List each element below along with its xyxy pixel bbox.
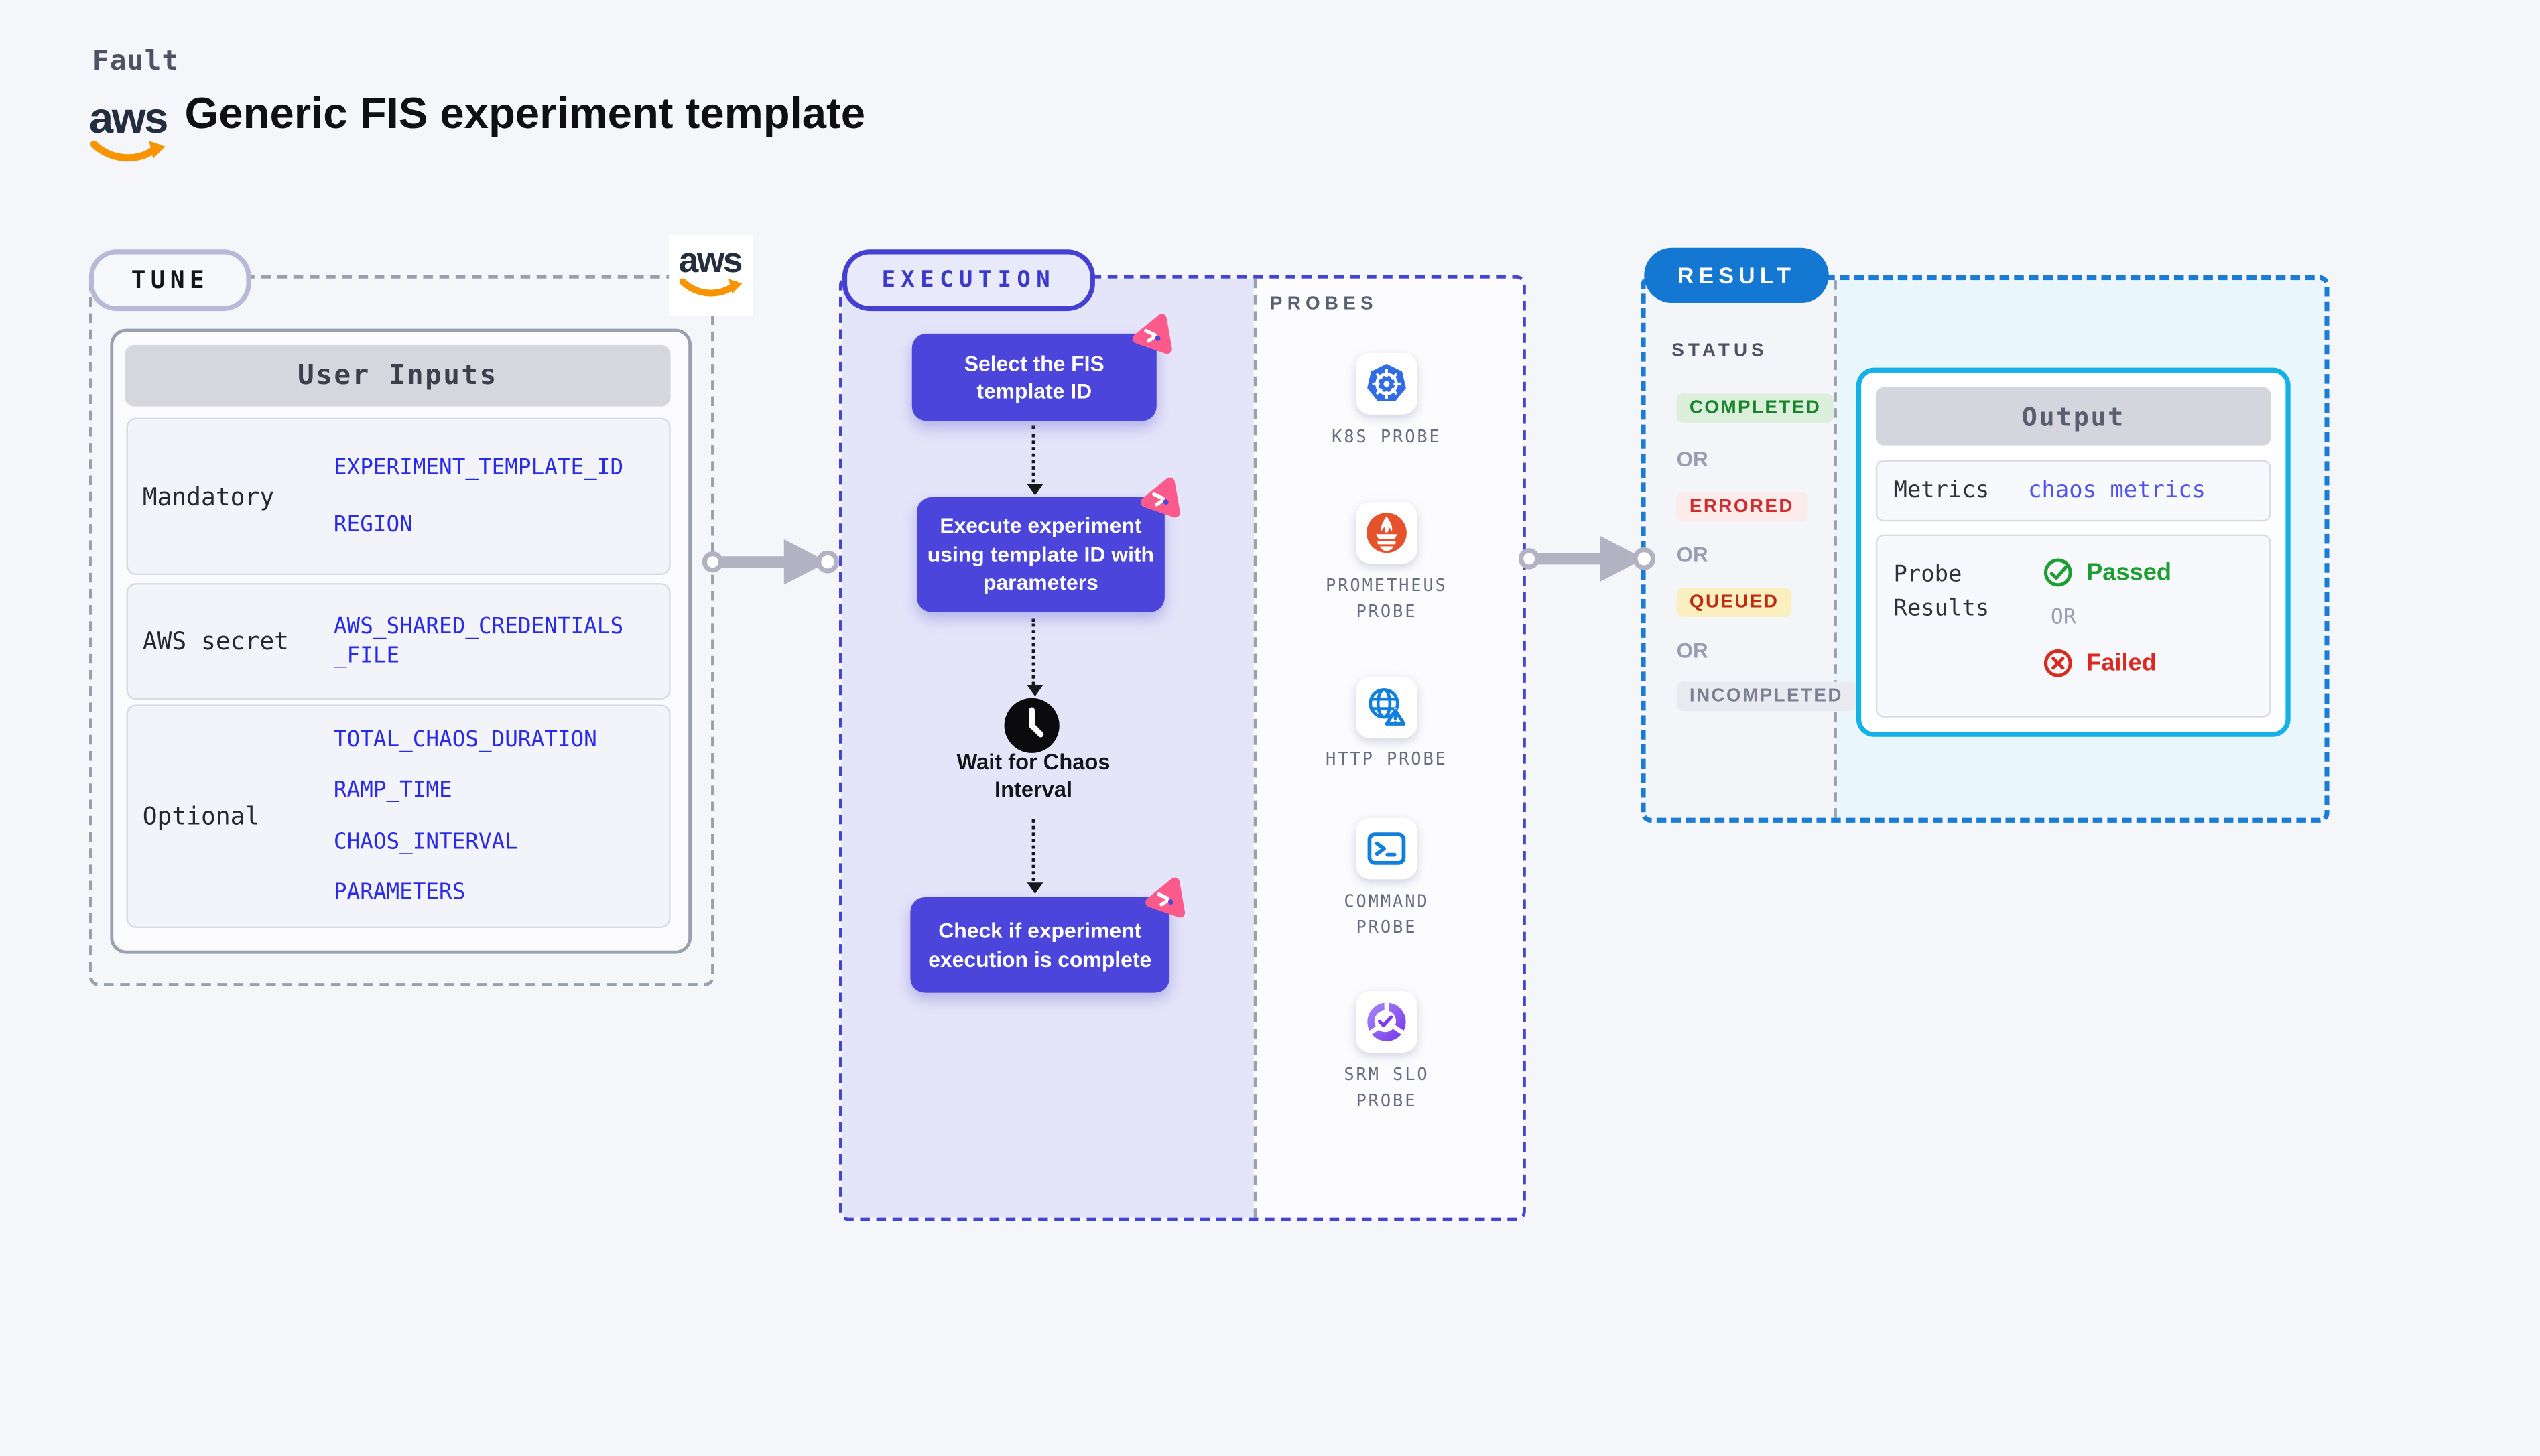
output-header: Output <box>1875 387 2271 446</box>
probe-results-row: Probe Results Passed OR Faile <box>1875 534 2271 718</box>
x-circle-icon <box>2043 649 2072 677</box>
passed-item: Passed <box>2043 557 2171 588</box>
connector-step2-wait <box>1026 618 1043 697</box>
terminal-icon <box>1367 832 1406 865</box>
status-badge-incompleted: INCOMPLETED <box>1676 681 1856 712</box>
step-select-template: Select the FIS template ID <box>911 314 1172 421</box>
step-wait-label: Wait for Chaos Interval <box>956 750 1110 803</box>
probe-label: SRM SLO PROBE <box>1344 1065 1430 1112</box>
step-label: Select the FIS template ID <box>964 350 1104 403</box>
connector-wait-step3 <box>1026 819 1043 895</box>
user-inputs-header: User Inputs <box>125 344 671 407</box>
output-or-separator: OR <box>2050 605 2076 631</box>
execution-section-box <box>839 275 1526 1221</box>
prometheus-icon <box>1367 513 1407 553</box>
probe-label: PROMETHEUS PROBE <box>1326 576 1448 622</box>
metrics-value: chaos metrics <box>2028 478 2206 504</box>
input-row-values: AWS_SHARED_CREDENTIALS_FILE <box>334 612 629 671</box>
input-row-mandatory: Mandatory EXPERIMENT_TEMPLATE_ID REGION <box>126 417 671 576</box>
execution-probes-divider <box>1253 278 1257 1218</box>
status-or-separator: OR <box>1676 542 1708 567</box>
chaos-flag-icon <box>1132 314 1172 354</box>
probe-card-srm-slo <box>1356 991 1417 1053</box>
execution-to-result-arrow-icon <box>1518 536 1656 582</box>
status-title: STATUS <box>1671 341 1768 361</box>
aws-smile-icon <box>90 140 166 162</box>
status-badge-completed: COMPLETED <box>1676 393 1834 423</box>
aws-smile-icon <box>679 278 743 297</box>
check-circle-icon <box>2043 558 2072 587</box>
probe-card-command <box>1356 817 1417 880</box>
aws-logo-small: aws <box>669 235 753 316</box>
result-badge: RESULT <box>1644 247 1829 303</box>
chaos-flag-icon <box>1145 877 1186 918</box>
status-background <box>1645 280 1834 818</box>
status-or-separator: OR <box>1676 447 1708 472</box>
execution-badge: EXECUTION <box>842 249 1095 312</box>
probe-label: K8S PROBE <box>1332 427 1442 448</box>
failed-item: Failed <box>2043 648 2171 679</box>
aws-logo: aws <box>88 94 169 174</box>
input-value: PARAMETERS <box>333 878 466 905</box>
execution-flow-background <box>842 278 1254 1218</box>
metrics-row: Metrics chaos metrics <box>1875 460 2271 522</box>
output-card: Output Metrics chaos metrics Probe Resul… <box>1856 367 2291 737</box>
input-row-values: TOTAL_CHAOS_DURATION RAMP_TIME CHAOS_INT… <box>334 726 629 907</box>
input-row-values: EXPERIMENT_TEMPLATE_ID REGION <box>334 454 629 539</box>
step-check-complete: Check if experiment execution is complet… <box>910 877 1186 993</box>
failed-label: Failed <box>2086 649 2157 677</box>
input-value: EXPERIMENT_TEMPLATE_ID <box>333 455 624 482</box>
probes-title: PROBES <box>1269 294 1378 314</box>
status-badge-errored: ERRORED <box>1676 492 1807 522</box>
input-row-label: AWS secret <box>142 626 289 656</box>
step-label: Check if experiment execution is complet… <box>928 918 1152 971</box>
step-label: Execute experiment using template ID wit… <box>927 514 1155 595</box>
input-row-label: Mandatory <box>142 482 275 511</box>
input-value: AWS_SHARED_CREDENTIALS_FILE <box>333 613 624 669</box>
tune-badge: TUNE <box>88 249 251 312</box>
status-output-divider <box>1834 280 1837 818</box>
probe-card-http <box>1356 677 1417 739</box>
metrics-label: Metrics <box>1893 478 1990 504</box>
probe-card-prometheus <box>1356 502 1417 564</box>
step-execute-experiment: Execute experiment using template ID wit… <box>917 477 1180 612</box>
http-globe-icon <box>1369 688 1407 726</box>
chaos-flag-icon <box>1140 477 1180 518</box>
probe-results-label: Probe Results <box>1893 561 1990 622</box>
probe-label: HTTP PROBE <box>1326 750 1448 770</box>
tune-to-execution-arrow-icon <box>702 539 840 585</box>
input-row-optional: Optional TOTAL_CHAOS_DURATION RAMP_TIME … <box>126 704 671 928</box>
aws-logo-text: aws <box>88 94 169 143</box>
input-value: CHAOS_INTERVAL <box>333 828 518 854</box>
probe-results-values: Passed OR Failed <box>2030 536 2171 716</box>
page-title: Generic FIS experiment template <box>184 88 866 138</box>
input-value: RAMP_TIME <box>333 777 452 804</box>
kubernetes-icon <box>1367 363 1406 401</box>
clock-icon <box>1004 698 1060 753</box>
input-row-aws-secret: AWS secret AWS_SHARED_CREDENTIALS_FILE <box>126 583 671 700</box>
tune-section-box <box>88 275 714 986</box>
slo-donut-icon <box>1367 1002 1406 1041</box>
aws-logo-small-text: aws <box>678 239 743 281</box>
status-badge-queued: QUEUED <box>1676 588 1792 617</box>
product-label: Fault <box>92 45 180 78</box>
probe-label: COMMAND PROBE <box>1344 892 1430 939</box>
status-or-separator: OR <box>1676 638 1708 663</box>
probe-card-k8s <box>1356 352 1417 415</box>
probes-background <box>1253 278 1523 1218</box>
input-value: REGION <box>333 511 413 537</box>
input-row-label: Optional <box>142 801 260 831</box>
passed-label: Passed <box>2086 558 2172 586</box>
input-value: TOTAL_CHAOS_DURATION <box>333 727 597 754</box>
connector-step1-step2 <box>1026 425 1043 496</box>
